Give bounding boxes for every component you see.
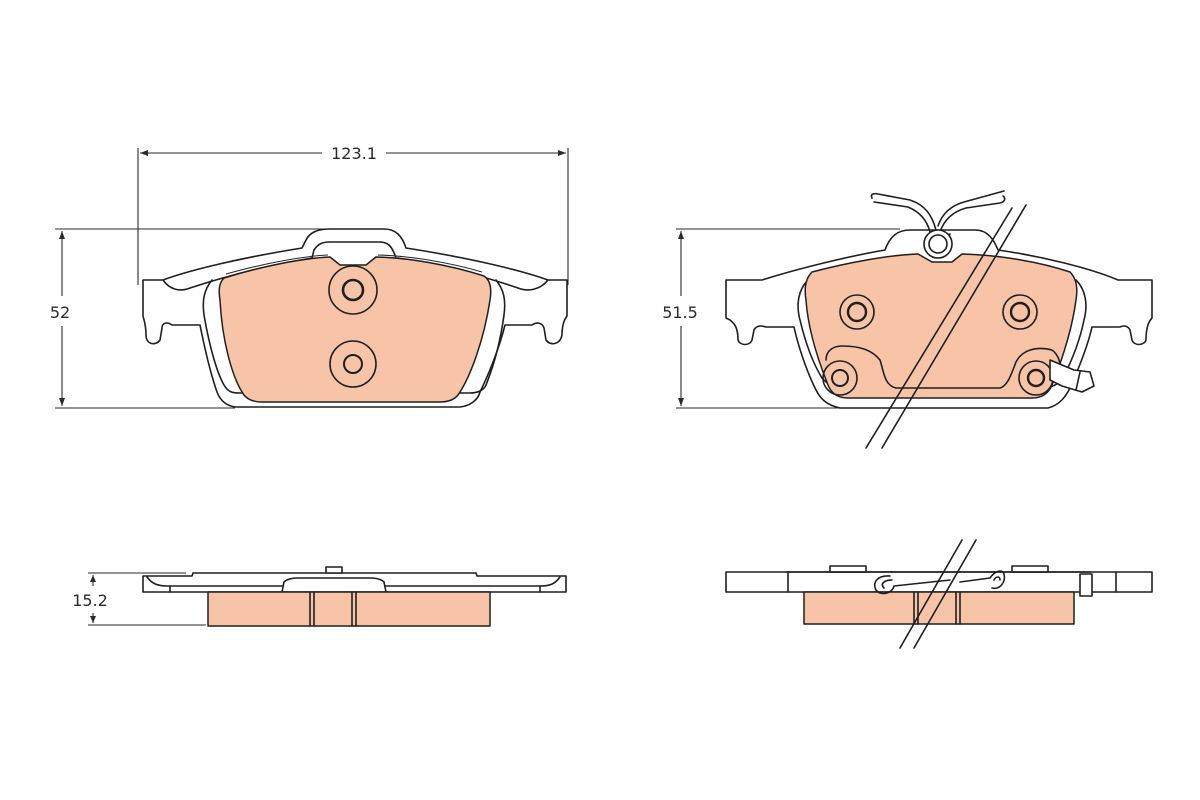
mounting-hole-right [1002,294,1038,330]
thickness-dimension: 15.2 [72,572,206,626]
height-label-left: 52 [50,303,70,322]
pad-front-spring: 51.5 [662,190,1153,449]
wear-sensor-icon [1049,359,1095,393]
height-dimension-right: 51.5 [662,228,900,409]
pad-side-spring [725,539,1153,649]
wear-sensor-side [1079,573,1093,597]
rivet-lower-left [822,360,858,396]
width-dimension: 123.1 [137,144,569,285]
friction-material [218,256,492,403]
friction-material-side [207,591,491,627]
spring-clip-side-icon [874,570,1006,595]
pad-front-plain: 123.1 52 [50,144,569,409]
width-label: 123.1 [331,144,377,163]
height-label-right: 51.5 [662,303,698,322]
friction-material-side [803,591,1075,625]
height-dimension-left: 52 [50,228,360,409]
spring-clip-icon [870,190,1006,259]
thickness-label: 15.2 [72,591,108,610]
mounting-hole-lower [329,340,377,388]
mounting-hole-left [839,294,875,330]
mounting-hole-upper [328,265,378,315]
pad-side-plain: 15.2 [72,566,567,627]
